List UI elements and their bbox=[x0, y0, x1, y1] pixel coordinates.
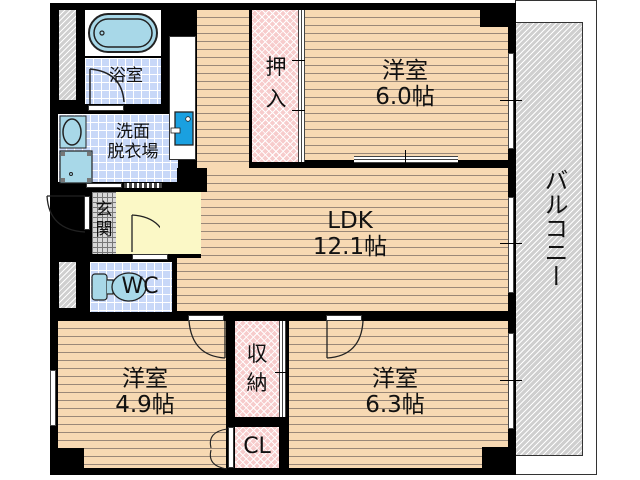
washroom-door[interactable] bbox=[86, 183, 122, 188]
window-se[interactable] bbox=[508, 333, 514, 429]
entrance-wall-block bbox=[177, 168, 207, 192]
oshiire-door-tick-2 bbox=[292, 110, 312, 111]
window-se-tick bbox=[500, 380, 522, 381]
western-room-6-0-sliding-door[interactable] bbox=[354, 156, 458, 163]
western-room-6-3 bbox=[289, 321, 508, 468]
storage-label: 収 納 bbox=[237, 340, 277, 399]
wc-door[interactable] bbox=[132, 254, 168, 260]
western-room-6-3-name: 洋室 bbox=[372, 366, 418, 392]
front-door[interactable] bbox=[84, 196, 90, 230]
western-room-6-0-size: 6.0帖 bbox=[375, 84, 435, 111]
ldk-size: 12.1帖 bbox=[312, 234, 388, 261]
western-room-4-9-door[interactable] bbox=[188, 315, 224, 321]
washroom-label-line1: 洗面 bbox=[116, 122, 150, 142]
balcony-label: バルコニー bbox=[540, 168, 568, 288]
storage-door-tick bbox=[275, 372, 295, 373]
oshiire-sliding-door[interactable] bbox=[298, 10, 305, 162]
bath-label: 浴室 bbox=[109, 66, 143, 86]
bath-door-swing-icon bbox=[89, 68, 125, 104]
ldk-label: LDK 12.1帖 bbox=[280, 208, 420, 261]
ldk-floor bbox=[197, 10, 249, 170]
oshiire bbox=[252, 10, 300, 162]
entrance-label-line2: 関 bbox=[95, 220, 113, 241]
oshiire-door-tick-1 bbox=[292, 60, 312, 61]
toilet-icon bbox=[91, 272, 147, 302]
entrance-label-line1: 玄 bbox=[95, 200, 113, 220]
pipe-shaft-top bbox=[59, 10, 76, 100]
window-ldk-tick bbox=[500, 243, 522, 244]
storage-label-line2: 納 bbox=[246, 371, 268, 396]
washroom-label: 洗面 脱衣場 bbox=[94, 122, 172, 163]
bathtub-icon bbox=[88, 13, 158, 53]
oshiire-label-line1: 押 bbox=[265, 55, 287, 79]
western-room-6-0-name: 洋室 bbox=[382, 58, 428, 84]
window-ne[interactable] bbox=[508, 53, 514, 149]
wc-label: WC bbox=[121, 274, 159, 299]
washbasin-icon bbox=[59, 115, 87, 149]
closet-label: CL bbox=[243, 434, 271, 459]
western-room-4-9-size: 4.9帖 bbox=[115, 392, 175, 419]
western-room-6-3-door[interactable] bbox=[326, 315, 362, 321]
pipe-shaft-wc bbox=[59, 262, 76, 308]
room-corner-pillar-se bbox=[482, 447, 508, 468]
storage-sliding-door[interactable] bbox=[279, 321, 286, 417]
western-room-6-3-label: 洋室 6.3帖 bbox=[330, 366, 460, 419]
room-corner-pillar-sw bbox=[58, 448, 84, 468]
ldk-main bbox=[177, 168, 508, 311]
western-room-6-0-label: 洋室 6.0帖 bbox=[340, 58, 470, 111]
window-ne-tick bbox=[500, 100, 522, 101]
washroom-label-line2: 脱衣場 bbox=[107, 142, 159, 163]
ldk-name: LDK bbox=[327, 208, 373, 234]
front-door-swing-icon bbox=[46, 195, 86, 233]
closet bbox=[235, 427, 279, 468]
sliding-door-tick bbox=[405, 150, 406, 172]
closet-door[interactable] bbox=[228, 427, 234, 468]
western-room-4-9-label: 洋室 4.9帖 bbox=[90, 366, 200, 419]
entrance-hall-right bbox=[160, 192, 201, 254]
western-room-6-3-size: 6.3帖 bbox=[365, 392, 425, 419]
kitchen-sink-icon bbox=[170, 111, 194, 146]
western-room-4-9-door-swing-icon bbox=[188, 320, 226, 359]
balcony bbox=[515, 22, 583, 456]
oshiire-label-line2: 入 bbox=[265, 86, 287, 111]
western-room-4-9 bbox=[58, 321, 226, 468]
western-room-6-3-door-swing-icon bbox=[326, 320, 364, 359]
room-corner-pillar-ne bbox=[480, 10, 508, 27]
window-ldk[interactable] bbox=[508, 197, 514, 293]
washing-machine-icon bbox=[59, 150, 93, 184]
western-room-6-0 bbox=[305, 10, 508, 160]
oshiire-label: 押 入 bbox=[256, 52, 296, 115]
entrance-floor bbox=[92, 192, 116, 254]
storage-label-line1: 収 bbox=[246, 342, 268, 366]
closet-double-door-swing-icon bbox=[209, 428, 228, 470]
window-sw[interactable] bbox=[50, 370, 56, 426]
western-room-4-9-name: 洋室 bbox=[122, 366, 168, 392]
storage bbox=[235, 321, 279, 417]
entrance-label: 玄 関 bbox=[92, 200, 116, 241]
bath-door[interactable] bbox=[88, 105, 124, 111]
entrance-step bbox=[124, 183, 162, 188]
